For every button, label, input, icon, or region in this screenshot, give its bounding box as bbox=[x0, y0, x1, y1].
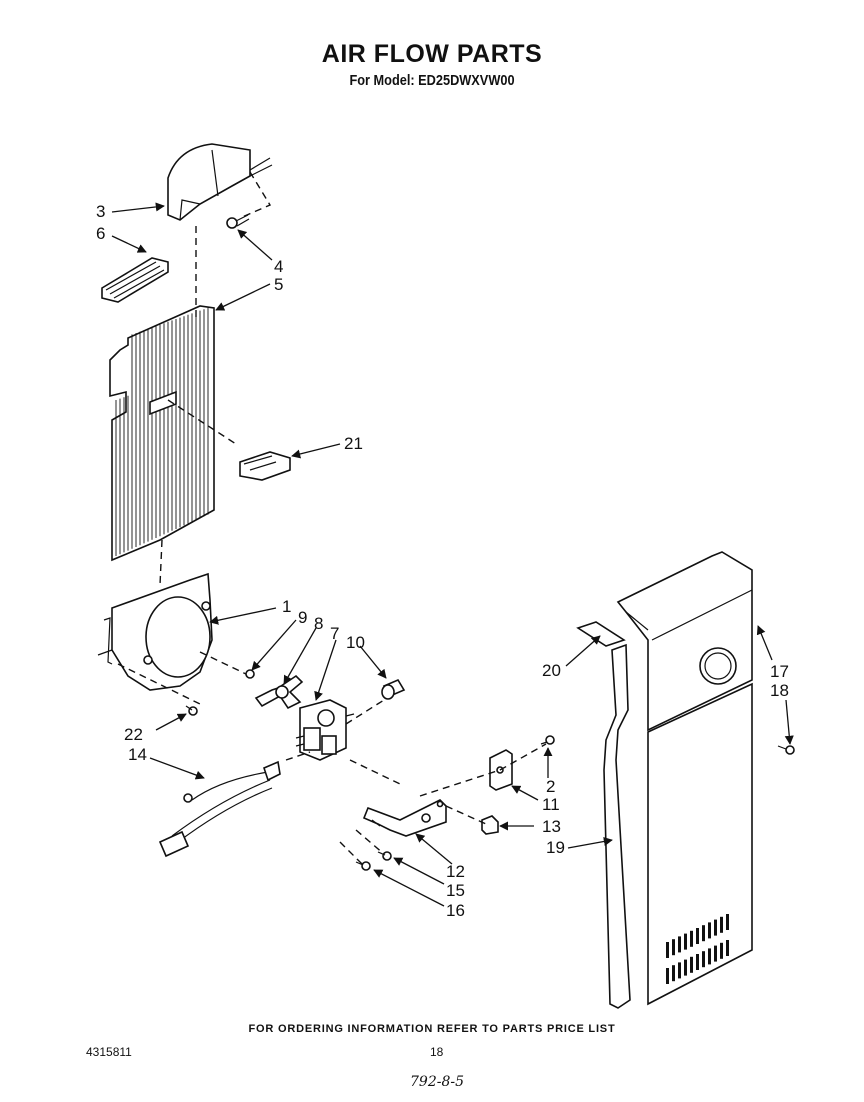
vent-slot bbox=[684, 933, 687, 950]
part-screw-2 bbox=[540, 735, 555, 745]
vent-slot bbox=[690, 956, 693, 973]
part-duct-cap bbox=[167, 143, 273, 221]
vent-slot bbox=[678, 962, 681, 979]
part-rear-panel bbox=[616, 551, 753, 1006]
vent-slot bbox=[708, 922, 711, 939]
part-grille-insert bbox=[101, 257, 169, 303]
document-number: 4315811 bbox=[86, 1045, 132, 1059]
callout-17: 17 bbox=[770, 662, 789, 681]
callout-11: 11 bbox=[542, 795, 560, 814]
callout-13: 13 bbox=[542, 817, 561, 836]
callout-22: 22 bbox=[124, 725, 143, 744]
vent-slot bbox=[696, 954, 699, 970]
vent-slot bbox=[690, 930, 693, 947]
callout-14: 14 bbox=[128, 745, 147, 764]
vent-slot bbox=[684, 959, 687, 976]
callout-16: 16 bbox=[446, 901, 465, 920]
vent-slot bbox=[720, 942, 723, 959]
callout-7: 7 bbox=[330, 624, 339, 643]
callout-12: 12 bbox=[446, 862, 465, 881]
page-number: 18 bbox=[430, 1045, 444, 1059]
part-screw-16 bbox=[355, 861, 371, 871]
callout-4: 4 bbox=[274, 257, 283, 276]
callout-15: 15 bbox=[446, 881, 465, 900]
part-channel-strip bbox=[603, 643, 631, 1009]
part-fan-blade bbox=[254, 674, 304, 710]
part-clip-21 bbox=[239, 451, 291, 481]
callout-1: 1 bbox=[282, 597, 291, 616]
callout-2: 2 bbox=[546, 777, 555, 796]
part-screw-4 bbox=[226, 214, 250, 229]
model-subtitle: For Model: ED25DWXVW00 bbox=[349, 72, 515, 89]
vent-slot bbox=[678, 936, 681, 953]
part-fan-motor bbox=[295, 699, 355, 761]
part-evaporator-cover bbox=[109, 305, 215, 562]
part-grommet bbox=[381, 678, 406, 700]
callout-5: 5 bbox=[274, 275, 283, 294]
vent-slot bbox=[702, 951, 705, 968]
callout-20: 20 bbox=[542, 661, 561, 680]
part-screw-22 bbox=[185, 705, 198, 716]
leader-arrows bbox=[111, 202, 794, 907]
part-fan-shroud bbox=[97, 572, 213, 691]
callout-8: 8 bbox=[314, 614, 323, 633]
part-screw-15 bbox=[377, 851, 392, 861]
date-code: 792-8-5 bbox=[410, 1074, 464, 1090]
callout-10: 10 bbox=[346, 633, 365, 652]
ordering-note: FOR ORDERING INFORMATION REFER TO PARTS … bbox=[248, 1023, 616, 1035]
vent-slot bbox=[672, 965, 675, 982]
callout-18: 18 bbox=[770, 681, 789, 700]
vent-slot bbox=[714, 945, 717, 962]
vent-slot bbox=[726, 914, 729, 930]
page-title: AIR FLOW PARTS bbox=[321, 40, 543, 68]
vent-slot bbox=[720, 916, 723, 933]
part-small-clip bbox=[481, 815, 499, 835]
vent-slot bbox=[702, 925, 705, 942]
vent-slot bbox=[696, 928, 699, 944]
vent-slot bbox=[714, 919, 717, 936]
callout-9: 9 bbox=[298, 608, 307, 627]
callout-21: 21 bbox=[344, 434, 363, 453]
callout-3: 3 bbox=[96, 202, 105, 221]
part-wire-harness bbox=[158, 760, 281, 858]
vent-slot bbox=[666, 942, 669, 958]
vent-slot bbox=[708, 948, 711, 965]
callout-19: 19 bbox=[546, 838, 565, 857]
vent-slot bbox=[666, 968, 669, 984]
vent-slot bbox=[672, 939, 675, 956]
part-screw-18 bbox=[777, 745, 795, 755]
assembly-lines bbox=[117, 171, 547, 865]
vent-slot bbox=[726, 940, 729, 956]
callout-labels: 3 6 4 5 21 1 9 8 7 10 22 14 2 11 13 12 1… bbox=[96, 202, 789, 920]
part-gasket-strip bbox=[576, 621, 626, 647]
callout-6: 6 bbox=[96, 224, 105, 243]
part-motor-bracket bbox=[362, 799, 447, 837]
part-fan-nut bbox=[245, 669, 255, 679]
